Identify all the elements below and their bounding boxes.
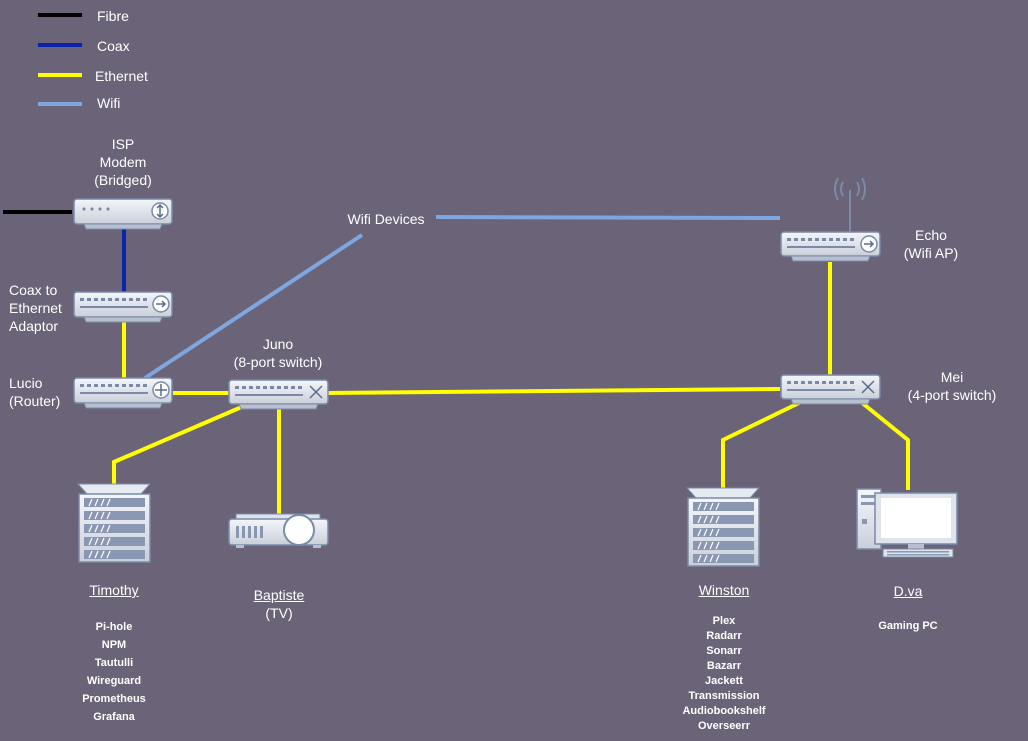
winston-name: Winston xyxy=(698,582,750,598)
ethernet-juno-timothy xyxy=(112,404,245,484)
baptiste-sub: (TV) xyxy=(265,605,293,621)
service-item: Grafana xyxy=(93,711,135,723)
service-item: Pi-hole xyxy=(95,621,133,633)
echo-label: Echo (Wifi AP) xyxy=(903,227,959,261)
winston-services: Plex Radarr Sonarr Bazarr Jackett Transm… xyxy=(669,614,779,734)
projector-icon xyxy=(228,513,329,548)
wifi-link-ap xyxy=(435,215,781,220)
modem-icon xyxy=(73,198,173,230)
baptiste-name: Baptiste xyxy=(253,587,305,603)
timothy-server-icon xyxy=(76,483,152,563)
mei-switch-icon xyxy=(780,374,881,405)
ethernet-mei-winston xyxy=(721,400,802,488)
service-item: Tautulli xyxy=(94,657,134,669)
juno-label: Juno (8-port switch) xyxy=(233,336,323,370)
service-item: Radarr xyxy=(706,630,742,642)
service-item: Bazarr xyxy=(706,660,742,672)
service-item: Overseerr xyxy=(698,720,750,732)
legend-wifi-label: Wifi xyxy=(97,95,121,111)
desktop-pc-icon xyxy=(856,488,958,558)
modem-label: ISP Modem (Bridged) xyxy=(94,136,152,188)
adaptor-icon xyxy=(73,291,173,323)
service-item: NPM xyxy=(101,639,127,651)
timothy-name: Timothy xyxy=(89,582,139,598)
ethernet-juno-mei xyxy=(327,387,781,395)
router-label: Lucio (Router) xyxy=(9,375,61,409)
dva-services: Gaming PC xyxy=(858,619,958,634)
juno-switch-icon xyxy=(228,379,329,410)
service-item: Sonarr xyxy=(706,645,742,657)
legend-ethernet-label: Ethernet xyxy=(95,68,148,84)
mei-label: Mei (4-port switch) xyxy=(907,369,997,403)
service-item: Audiobookshelf xyxy=(682,705,766,717)
service-item: Plex xyxy=(712,615,736,627)
service-item: Gaming PC xyxy=(878,620,938,632)
winston-server-icon xyxy=(685,487,761,567)
dva-name: D.va xyxy=(893,583,923,599)
wifi-ap-icon xyxy=(780,177,881,262)
timothy-services: Pi-hole NPM Tautulli Wireguard Prometheu… xyxy=(64,618,164,726)
legend-fibre-label: Fibre xyxy=(97,8,129,24)
service-item: Transmission xyxy=(688,690,760,702)
ethernet-mei-dva xyxy=(859,400,910,490)
service-item: Jackett xyxy=(705,675,743,687)
wifi-devices-label: Wifi Devices xyxy=(347,211,425,227)
legend-coax-label: Coax xyxy=(97,38,130,54)
router-icon xyxy=(73,377,173,409)
adaptor-label: Coax to Ethernet Adaptor xyxy=(9,282,62,334)
wifi-link-router xyxy=(143,233,364,380)
service-item: Wireguard xyxy=(86,675,142,687)
service-item: Prometheus xyxy=(82,693,146,705)
